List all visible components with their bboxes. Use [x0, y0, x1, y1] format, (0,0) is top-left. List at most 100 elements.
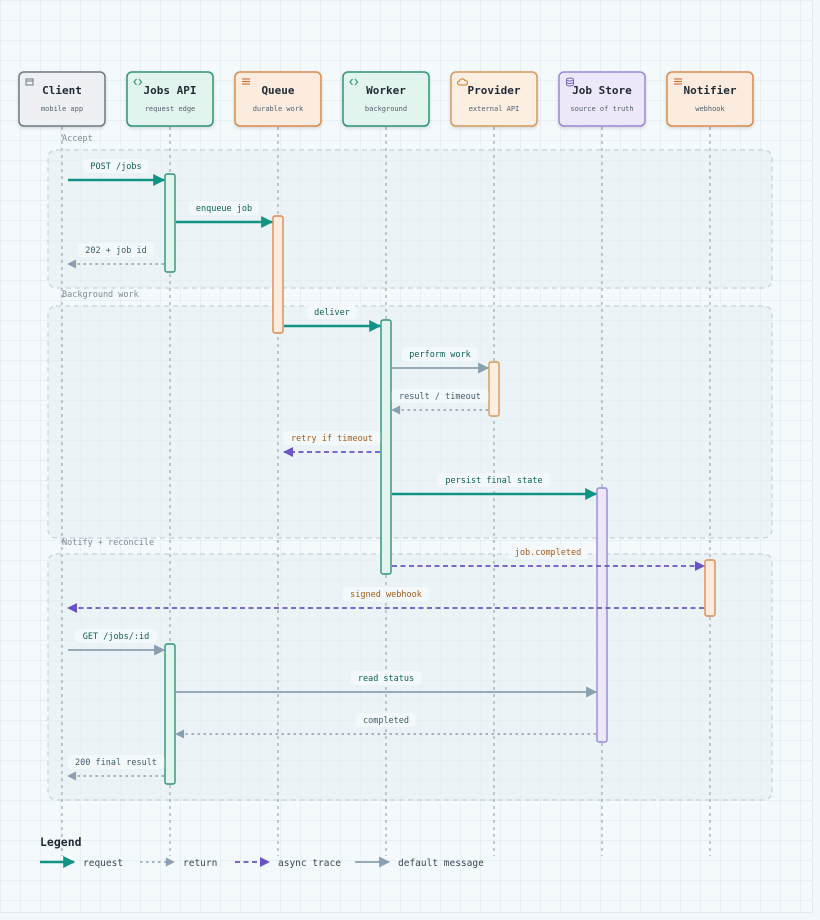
message-label: signed webhook: [350, 590, 422, 600]
activation-bar: [380, 319, 392, 575]
legend-label: request: [83, 858, 123, 869]
participant-title: Worker: [366, 84, 406, 97]
participant-notifier: Notifier webhook: [666, 71, 754, 127]
participant-worker: Worker background: [342, 71, 430, 127]
activation-bar: [272, 215, 284, 334]
participant-title: Job Store: [572, 84, 632, 97]
message-label-bg: [391, 389, 489, 403]
participant-subtitle: webhook: [695, 105, 725, 113]
group-label: Notify + reconcile: [62, 538, 154, 548]
message-label-bg: [78, 243, 154, 257]
legend-label: return: [183, 858, 217, 869]
participant-title: Jobs API: [144, 84, 197, 97]
participant-box: [558, 71, 646, 127]
message-label: result / timeout: [399, 392, 481, 402]
legend-item-async: async trace: [235, 857, 341, 869]
participant-box: [234, 71, 322, 127]
window-icon: [25, 78, 34, 86]
message-label: persist final state: [445, 476, 542, 486]
message-async: signed webhook: [67, 587, 704, 613]
message-label-bg: [350, 671, 422, 685]
participant-store: Job Store source of truth: [558, 71, 646, 127]
message-label: read status: [358, 674, 414, 684]
participant-title: Queue: [261, 84, 294, 97]
participant-subtitle: mobile app: [41, 105, 83, 113]
participant-title: Client: [42, 84, 82, 97]
message-label: job.completed: [515, 548, 582, 558]
message-label-bg: [342, 587, 430, 601]
message-label-bg: [75, 629, 157, 643]
message-label-bg: [307, 305, 357, 319]
message-label-bg: [437, 473, 551, 487]
message-request: POST /jobs: [68, 159, 166, 186]
participant-queue: Queue durable work: [234, 71, 322, 127]
message-label-bg: [67, 755, 165, 769]
activation-bar: [704, 559, 716, 617]
legend-title: Legend: [40, 835, 82, 849]
participant-box: [342, 71, 430, 127]
message-default: GET /jobs/:id: [68, 629, 166, 656]
participant-box: [18, 71, 106, 127]
message-request: enqueue job: [176, 201, 274, 228]
participant-api: Jobs API request edge: [126, 71, 214, 127]
message-label: GET /jobs/:id: [83, 632, 150, 642]
message-request: persist final state: [392, 473, 598, 500]
group-label: Accept: [62, 134, 93, 144]
database-icon: [566, 77, 574, 87]
list-icon: [674, 78, 682, 85]
message-label: POST /jobs: [90, 162, 141, 172]
code-icon: [133, 78, 143, 86]
legend-label: async trace: [278, 858, 341, 869]
participant-box: [666, 71, 754, 127]
message-label-bg: [83, 159, 149, 173]
message-request: deliver: [284, 305, 382, 332]
message-label: completed: [363, 716, 409, 726]
message-label: deliver: [314, 308, 350, 318]
group-label: Background work: [62, 290, 139, 300]
message-default: read status: [176, 671, 598, 698]
activation-bar: [164, 173, 176, 273]
list-icon: [242, 78, 250, 85]
message-label-bg: [507, 545, 589, 559]
message-return: result / timeout: [391, 389, 489, 415]
message-return: 200 final result: [67, 755, 165, 781]
participant-subtitle: durable work: [253, 105, 304, 113]
message-async: retry if timeout: [283, 431, 381, 457]
message-default: perform work: [392, 347, 490, 374]
participant-subtitle: external API: [469, 105, 520, 113]
participant-title: Notifier: [684, 84, 737, 97]
activation-bar: [488, 361, 500, 417]
message-async: job.completed: [392, 545, 705, 571]
participant-provider: Provider external API: [450, 71, 538, 127]
message-label: perform work: [409, 350, 470, 360]
activation-bar: [596, 487, 608, 743]
message-label: 200 final result: [75, 758, 157, 768]
message-label-bg: [402, 347, 478, 361]
legend-item-request: request: [40, 856, 123, 869]
legend-label: default message: [398, 858, 484, 869]
participant-box: [450, 71, 538, 127]
cloud-icon: [457, 78, 468, 86]
group-frame: [47, 149, 773, 289]
message-return: completed: [175, 713, 596, 739]
legend-item-default: default message: [355, 856, 484, 869]
message-label: 202 + job id: [85, 246, 146, 256]
code-icon: [349, 78, 359, 86]
participant-client: Client mobile app: [18, 71, 106, 127]
activation-bar: [164, 643, 176, 785]
legend-item-return: return: [140, 857, 217, 869]
participant-subtitle: background: [365, 105, 407, 113]
participant-title: Provider: [468, 84, 521, 97]
message-label-bg: [356, 713, 416, 727]
message-label: retry if timeout: [291, 434, 373, 444]
message-return: 202 + job id: [67, 243, 164, 269]
participant-box: [126, 71, 214, 127]
participant-subtitle: source of truth: [570, 105, 633, 113]
message-label-bg: [283, 431, 381, 445]
message-label: enqueue job: [196, 204, 252, 214]
participant-subtitle: request edge: [145, 105, 196, 113]
group-frame: [47, 305, 773, 539]
